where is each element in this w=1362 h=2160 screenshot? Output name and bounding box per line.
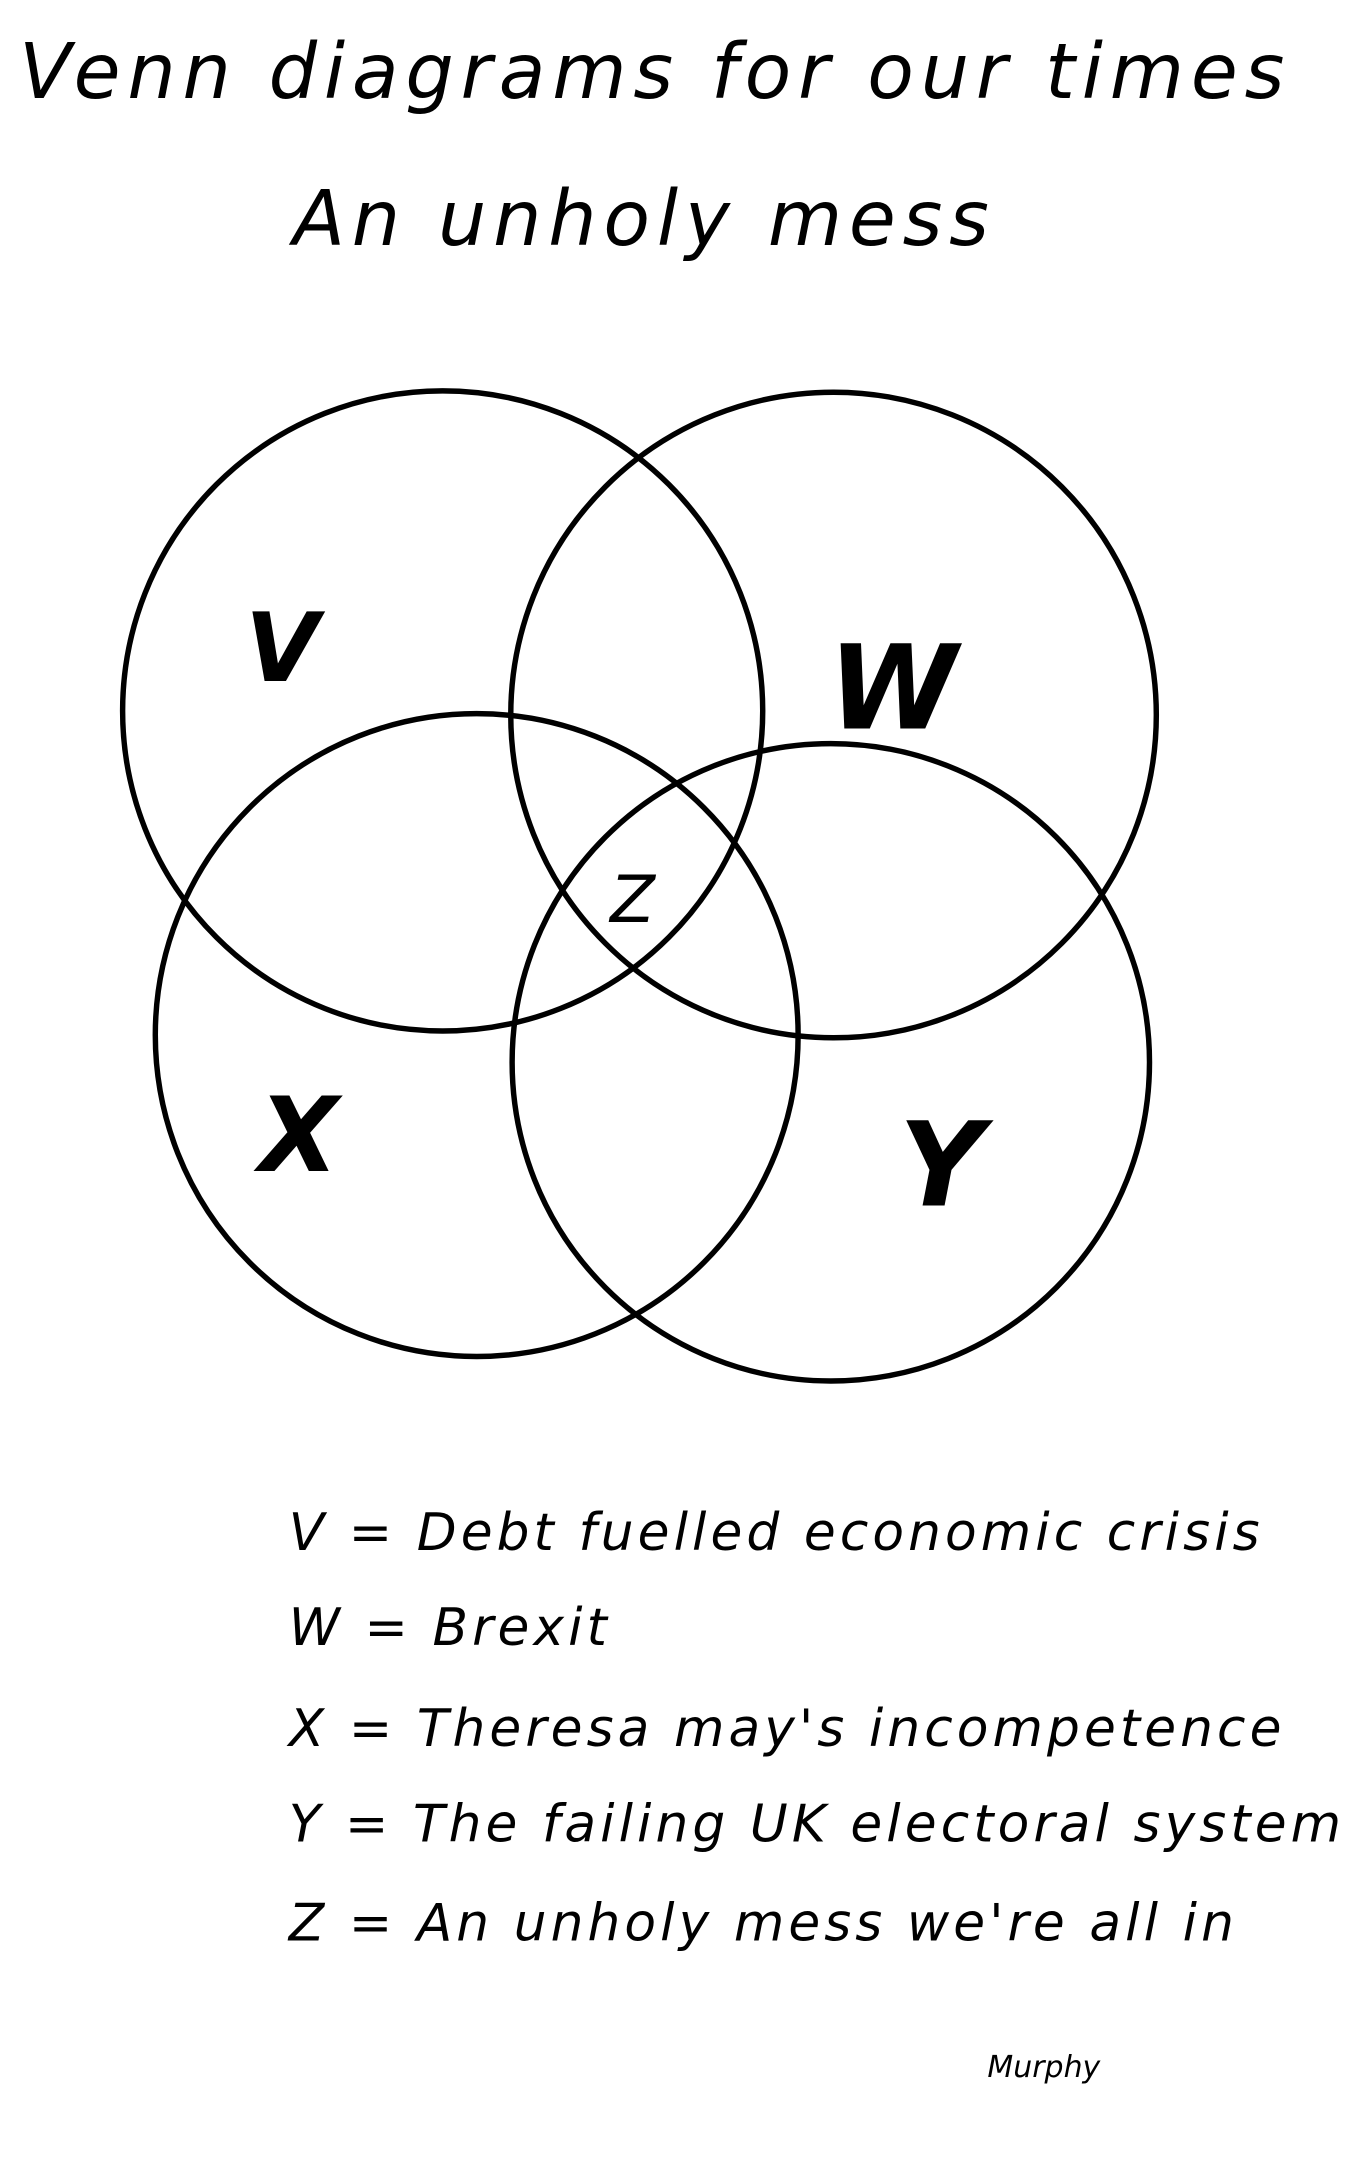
subtitle: An unholy mess [288,174,996,263]
title: Venn diagrams for our times [19,27,1291,116]
label-w: W [828,620,962,757]
label-z: Z [608,862,656,938]
label-x: X [253,1076,344,1196]
label-y: Y [899,1096,994,1233]
signature: Murphy [987,2050,1101,2085]
label-v: V [245,594,326,704]
legend-item-v: V = Debt fuelled economic crisis [289,1503,1264,1563]
legend-item-z: Z = An unholy mess we're all in [287,1894,1238,1954]
legend-item-y: Y = The failing UK electoral system [289,1794,1345,1854]
circle-y [509,740,1153,1384]
legend-item-w: W = Brexit [289,1598,611,1658]
circle-v [119,388,766,1034]
legend: V = Debt fuelled economic crisis W = Bre… [286,1503,1345,1954]
legend-item-x: X = Theresa may's incompetence [286,1699,1286,1759]
circle-x [152,710,801,1360]
